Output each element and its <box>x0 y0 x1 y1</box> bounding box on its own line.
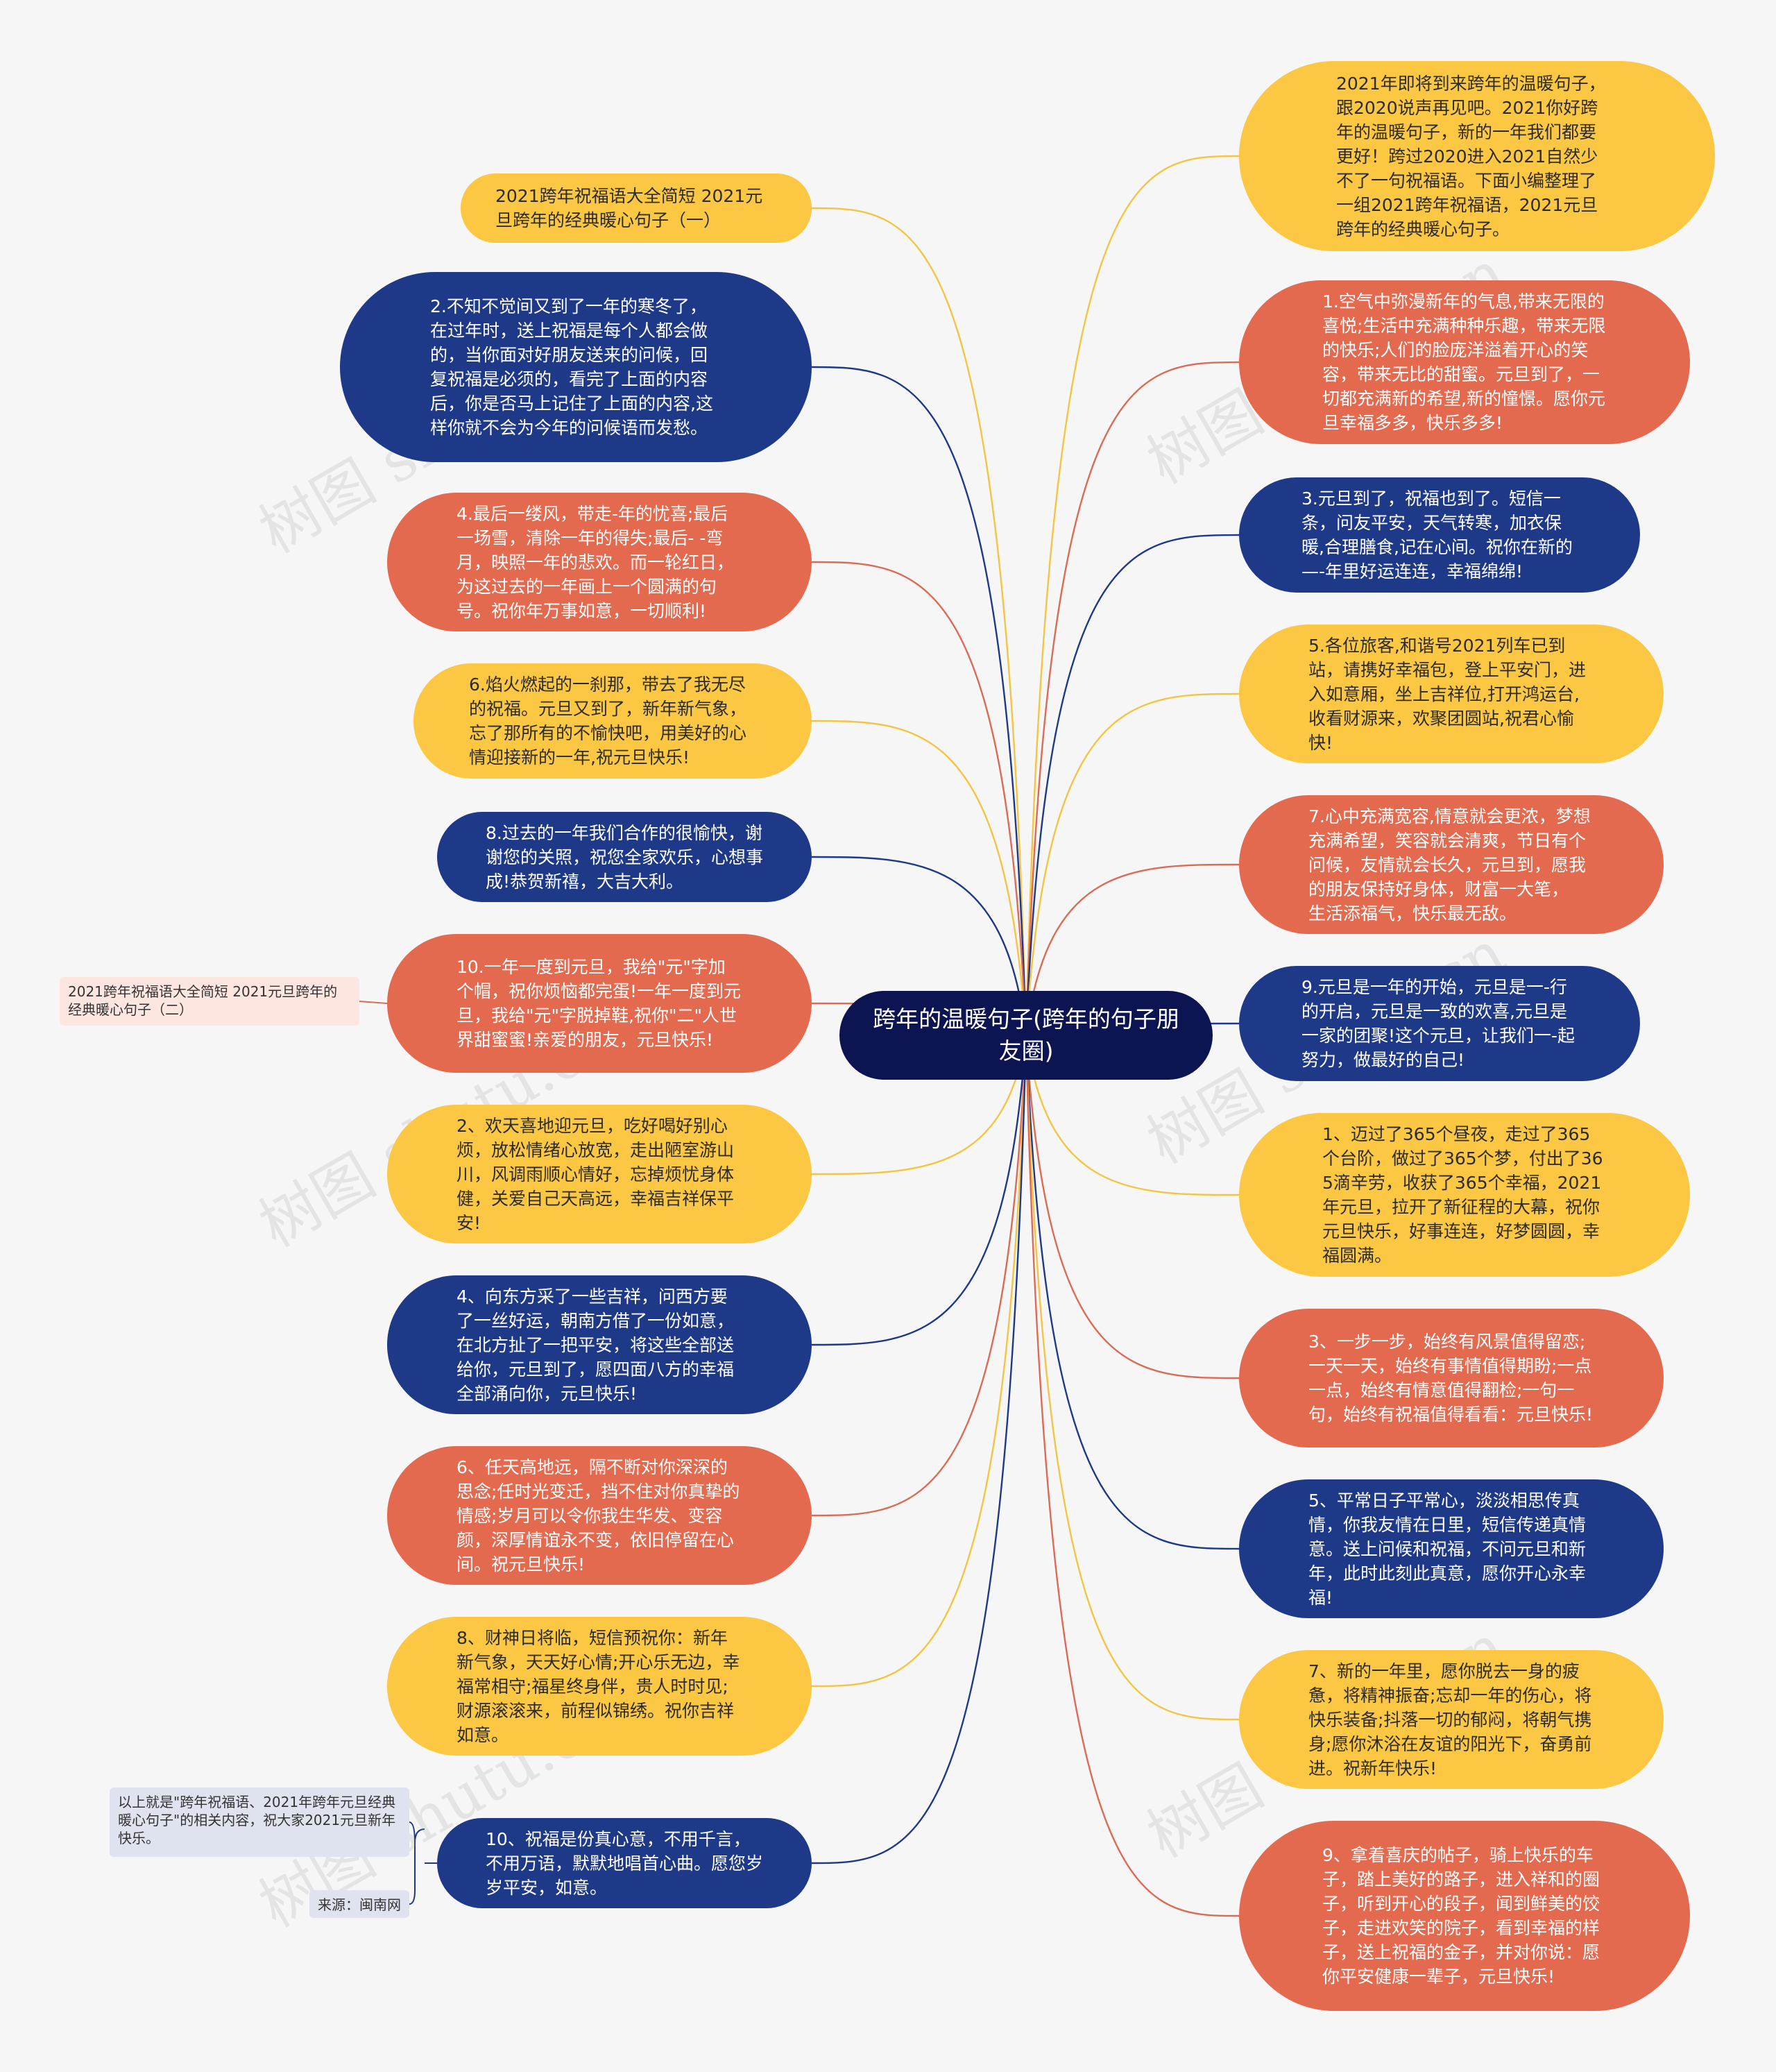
topic-node-text: 1、迈过了365个昼夜，走过了365个台阶，做过了365个梦，付出了365滴辛劳… <box>1322 1124 1603 1266</box>
topic-node-left-4[interactable]: 8.过去的一年我们合作的很愉快，谢谢您的关照，祝您全家欢乐，心想事成!恭贺新禧，… <box>437 812 812 902</box>
topic-node-text: 5.各位旅客,和谐号2021列车已到站，请携好幸福包，登上平安门，进入如意厢，坐… <box>1308 635 1587 753</box>
connector-right-3 <box>1025 693 1240 1036</box>
topic-node-left-1[interactable]: 2.不知不觉间又到了一年的寒冬了，在过年时，送上祝福是每个人都会做的，当你面对好… <box>340 272 812 462</box>
topic-node-left-5[interactable]: 10.一年一度到元旦，我给"元"字加个帽，祝你烦恼都完蛋!一年一度到元旦，我给"… <box>387 934 812 1073</box>
connector-summary-bracket <box>409 1822 437 1905</box>
summary-note[interactable]: 以上就是"跨年祝福语、2021年跨年元旦经典暖心句子"的相关内容，祝大家2021… <box>110 1787 409 1857</box>
topic-node-text: 7.心中充满宽容,情意就会更浓，梦想充满希望，笑容就会清爽，节日有个问候，友情就… <box>1308 806 1591 924</box>
connector-left-0 <box>811 207 1027 1036</box>
topic-node-text: 6、任天高地远，隔不断对你深深的思念;任时光变迁，挡不住对你真挚的情感;岁月可以… <box>456 1457 740 1574</box>
topic-node-text: 9、拿着喜庆的帖子，骑上快乐的车子，踏上美好的路子，进入祥和的圈子，听到开心的段… <box>1322 1845 1600 1987</box>
connector-part-two <box>359 1001 388 1004</box>
connector-left-4 <box>811 856 1027 1036</box>
connector-left-10 <box>811 1035 1027 1865</box>
connector-right-4 <box>1025 863 1240 1036</box>
connector-right-8 <box>1025 1035 1240 1550</box>
connector-left-2 <box>811 561 1027 1036</box>
topic-node-text: 9.元旦是一年的开始，元旦是一-行的开启，元旦是一致的欢喜,元旦是一家的团聚!这… <box>1301 977 1576 1070</box>
topic-node-right-9[interactable]: 7、新的一年里，愿你脱去一身的疲惫，将精神振奋;忘却一年的伤心，将快乐装备;抖落… <box>1239 1650 1664 1789</box>
topic-node-text: 7、新的一年里，愿你脱去一身的疲惫，将精神振奋;忘却一年的伤心，将快乐装备;抖落… <box>1308 1661 1592 1778</box>
topic-node-left-10[interactable]: 10、祝福是份真心意，不用千言，不用万语，默默地唱首心曲。愿您岁岁平安，如意。 <box>437 1818 812 1908</box>
source-note[interactable]: 来源：闽南网 <box>309 1890 409 1918</box>
topic-node-text: 4.最后一缕风，带走-年的忧喜;最后一场雪，清除一年的得失;最后- -弯月，映照… <box>456 503 735 621</box>
topic-node-left-8[interactable]: 6、任天高地远，隔不断对你深深的思念;任时光变迁，挡不住对你真挚的情感;岁月可以… <box>387 1446 812 1585</box>
connector-right-0 <box>1025 155 1240 1036</box>
topic-node-right-10[interactable]: 9、拿着喜庆的帖子，骑上快乐的车子，踏上美好的路子，进入祥和的圈子，听到开心的段… <box>1239 1821 1690 2011</box>
connector-right-9 <box>1025 1035 1240 1721</box>
topic-node-text: 4、向东方采了一些吉祥，问西方要了一丝好运，朝南方借了一份如意，在北方扯了一把平… <box>456 1286 735 1404</box>
part-two-label[interactable]: 2021跨年祝福语大全简短 2021元旦跨年的经典暖心句子（二） <box>60 977 359 1026</box>
topic-node-text: 2021年即将到来跨年的温暖句子，跟2020说声再见吧。2021你好跨年的温暖句… <box>1336 73 1606 239</box>
topic-node-text: 2.不知不觉间又到了一年的寒冬了，在过年时，送上祝福是每个人都会做的，当你面对好… <box>430 296 713 438</box>
topic-node-right-3[interactable]: 5.各位旅客,和谐号2021列车已到站，请携好幸福包，登上平安门，进入如意厢，坐… <box>1239 625 1664 763</box>
topic-node-right-5[interactable]: 9.元旦是一年的开始，元旦是一-行的开启，元旦是一致的欢喜,元旦是一家的团聚!这… <box>1239 966 1640 1081</box>
connector-left-9 <box>811 1035 1027 1688</box>
topic-node-right-8[interactable]: 5、平常日子平常心，淡淡相思传真情，你我友情在日里，短信传递真情意。送上问候和祝… <box>1239 1479 1664 1618</box>
topic-node-text: 3、一步一步，始终有风景值得留恋;一天一天，始终有事情值得期盼;一点一点，始终有… <box>1308 1332 1594 1425</box>
topic-node-text: 3.元旦到了，祝福也到了。短信一条，问友平安，天气转寒，加衣保暖,合理膳食,记在… <box>1301 489 1573 581</box>
topic-node-text: 8.过去的一年我们合作的很愉快，谢谢您的关照，祝您全家欢乐，心想事成!恭贺新禧，… <box>486 822 764 892</box>
topic-node-text: 1.空气中弥漫新年的气息,带来无限的喜悦;生活中充满种种乐趣，带来无限的快乐;人… <box>1322 291 1606 433</box>
connector-left-8 <box>811 1035 1027 1517</box>
connector-right-6 <box>1025 1035 1240 1196</box>
topic-node-text: 8、财神日将临，短信预祝你：新年新气象，天天好心情;开心乐无边，幸福常相守;福星… <box>456 1627 740 1745</box>
connector-left-3 <box>811 720 1027 1036</box>
connector-right-2 <box>1025 534 1240 1036</box>
topic-node-text: 2、欢天喜地迎元旦，吃好喝好别心烦，放松情绪心放宽，走出陋室游山川，风调雨顺心情… <box>456 1115 735 1233</box>
topic-node-left-6[interactable]: 2、欢天喜地迎元旦，吃好喝好别心烦，放松情绪心放宽，走出陋室游山川，风调雨顺心情… <box>387 1105 812 1243</box>
topic-node-text: 10.一年一度到元旦，我给"元"字加个帽，祝你烦恼都完蛋!一年一度到元旦，我给"… <box>456 957 742 1050</box>
topic-node-left-9[interactable]: 8、财神日将临，短信预祝你：新年新气象，天天好心情;开心乐无边，幸福常相守;福星… <box>387 1617 812 1756</box>
topic-node-text: 6.焰火燃起的一刹那，带去了我无尽的祝福。元旦又到了，新年新气象，忘了那所有的不… <box>469 674 747 767</box>
connector-left-6 <box>811 1035 1027 1175</box>
connector-right-10 <box>1025 1035 1240 1917</box>
center-topic[interactable]: 跨年的温暖句子(跨年的句子朋友圈) <box>839 991 1213 1080</box>
topic-node-left-0[interactable]: 2021跨年祝福语大全简短 2021元旦跨年的经典暖心句子（一） <box>461 173 812 243</box>
topic-node-right-4[interactable]: 7.心中充满宽容,情意就会更浓，梦想充满希望，笑容就会清爽，节日有个问候，友情就… <box>1239 795 1664 934</box>
topic-node-text: 10、祝福是份真心意，不用千言，不用万语，默默地唱首心曲。愿您岁岁平安，如意。 <box>486 1828 764 1898</box>
topic-node-left-3[interactable]: 6.焰火燃起的一刹那，带去了我无尽的祝福。元旦又到了，新年新气象，忘了那所有的不… <box>413 663 812 779</box>
topic-node-left-7[interactable]: 4、向东方采了一些吉祥，问西方要了一丝好运，朝南方借了一份如意，在北方扯了一把平… <box>387 1275 812 1414</box>
connector-left-1 <box>811 366 1027 1036</box>
topic-node-right-1[interactable]: 1.空气中弥漫新年的气息,带来无限的喜悦;生活中充满种种乐趣，带来无限的快乐;人… <box>1239 280 1690 444</box>
topic-node-text: 5、平常日子平常心，淡淡相思传真情，你我友情在日里，短信传递真情意。送上问候和祝… <box>1308 1490 1587 1608</box>
connector-left-7 <box>811 1035 1027 1346</box>
topic-node-left-2[interactable]: 4.最后一缕风，带走-年的忧喜;最后一场雪，清除一年的得失;最后- -弯月，映照… <box>387 493 812 631</box>
topic-node-right-0[interactable]: 2021年即将到来跨年的温暖句子，跟2020说声再见吧。2021你好跨年的温暖句… <box>1239 61 1715 251</box>
topic-node-right-7[interactable]: 3、一步一步，始终有风景值得留恋;一天一天，始终有事情值得期盼;一点一点，始终有… <box>1239 1309 1664 1447</box>
topic-node-right-2[interactable]: 3.元旦到了，祝福也到了。短信一条，问友平安，天气转寒，加衣保暖,合理膳食,记在… <box>1239 477 1640 593</box>
connector-right-1 <box>1025 361 1240 1036</box>
topic-node-right-6[interactable]: 1、迈过了365个昼夜，走过了365个台阶，做过了365个梦，付出了365滴辛劳… <box>1239 1113 1690 1277</box>
connector-right-7 <box>1025 1035 1240 1379</box>
topic-node-text: 2021跨年祝福语大全简短 2021元旦跨年的经典暖心句子（一） <box>495 186 763 230</box>
